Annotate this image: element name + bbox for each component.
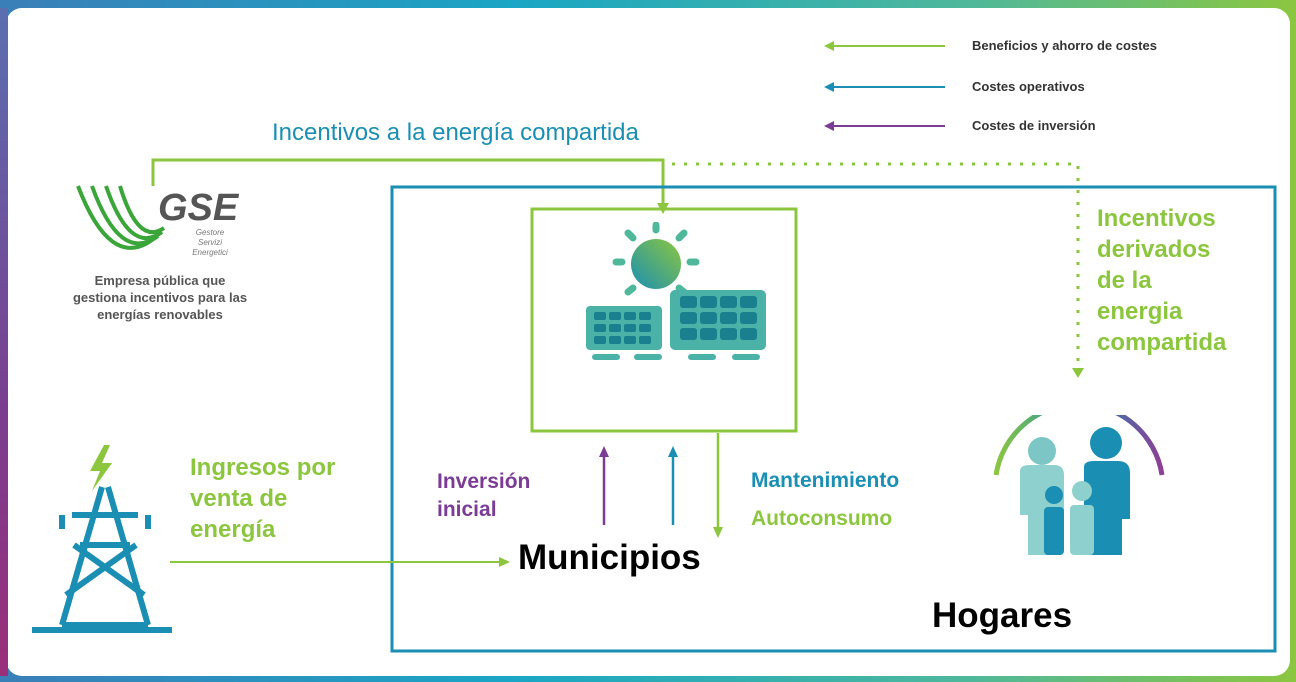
side-accent [0,8,8,676]
operating-up-arrow [668,446,678,525]
solar-box [530,207,798,433]
svg-text:Gestore: Gestore [196,228,225,237]
power-tower-icon [32,445,172,633]
municipios-label: Municipios [518,538,701,577]
solar-panel-icon [586,222,766,360]
maintenance-label: Mantenimiento [751,469,900,492]
legend-arrow-investment [824,121,945,131]
energy-sales-label: Ingresos por venta de energía [190,454,336,543]
community-box [390,185,1277,653]
initial-investment-label: Inversión inicial [437,470,531,521]
gse-logo-text: GSE [158,187,240,229]
investment-up-arrow [599,446,609,525]
benefit-down-arrow [713,433,723,538]
energy-sales-arrow [170,557,510,567]
gse-caption: Empresa pública que gestiona incentivos … [72,273,248,322]
hogares-label: Hogares [932,596,1073,635]
gse-logo: GSE Gestore Servizi Energetici [76,185,240,257]
shared-incentive-dotted-arrow [672,162,1084,378]
legend-investment-label: Costes de inversión [972,118,1096,133]
legend-arrow-operating [824,82,945,92]
legend-benefits-label: Beneficios y ahorro de costes [972,38,1157,53]
legend-arrows [824,41,945,131]
top-incentive-label: Incentivos a la energía compartida [272,119,639,146]
legend-operating-label: Costes operativos [972,79,1085,94]
shared-incentives-label: Incentivos derivados de la energia compa… [1097,205,1227,356]
svg-text:Energetici: Energetici [192,248,228,257]
svg-text:Servizi: Servizi [198,238,222,247]
self-consumption-label: Autoconsumo [751,507,893,530]
legend-arrow-benefits [824,41,945,51]
family-icon [993,415,1165,555]
